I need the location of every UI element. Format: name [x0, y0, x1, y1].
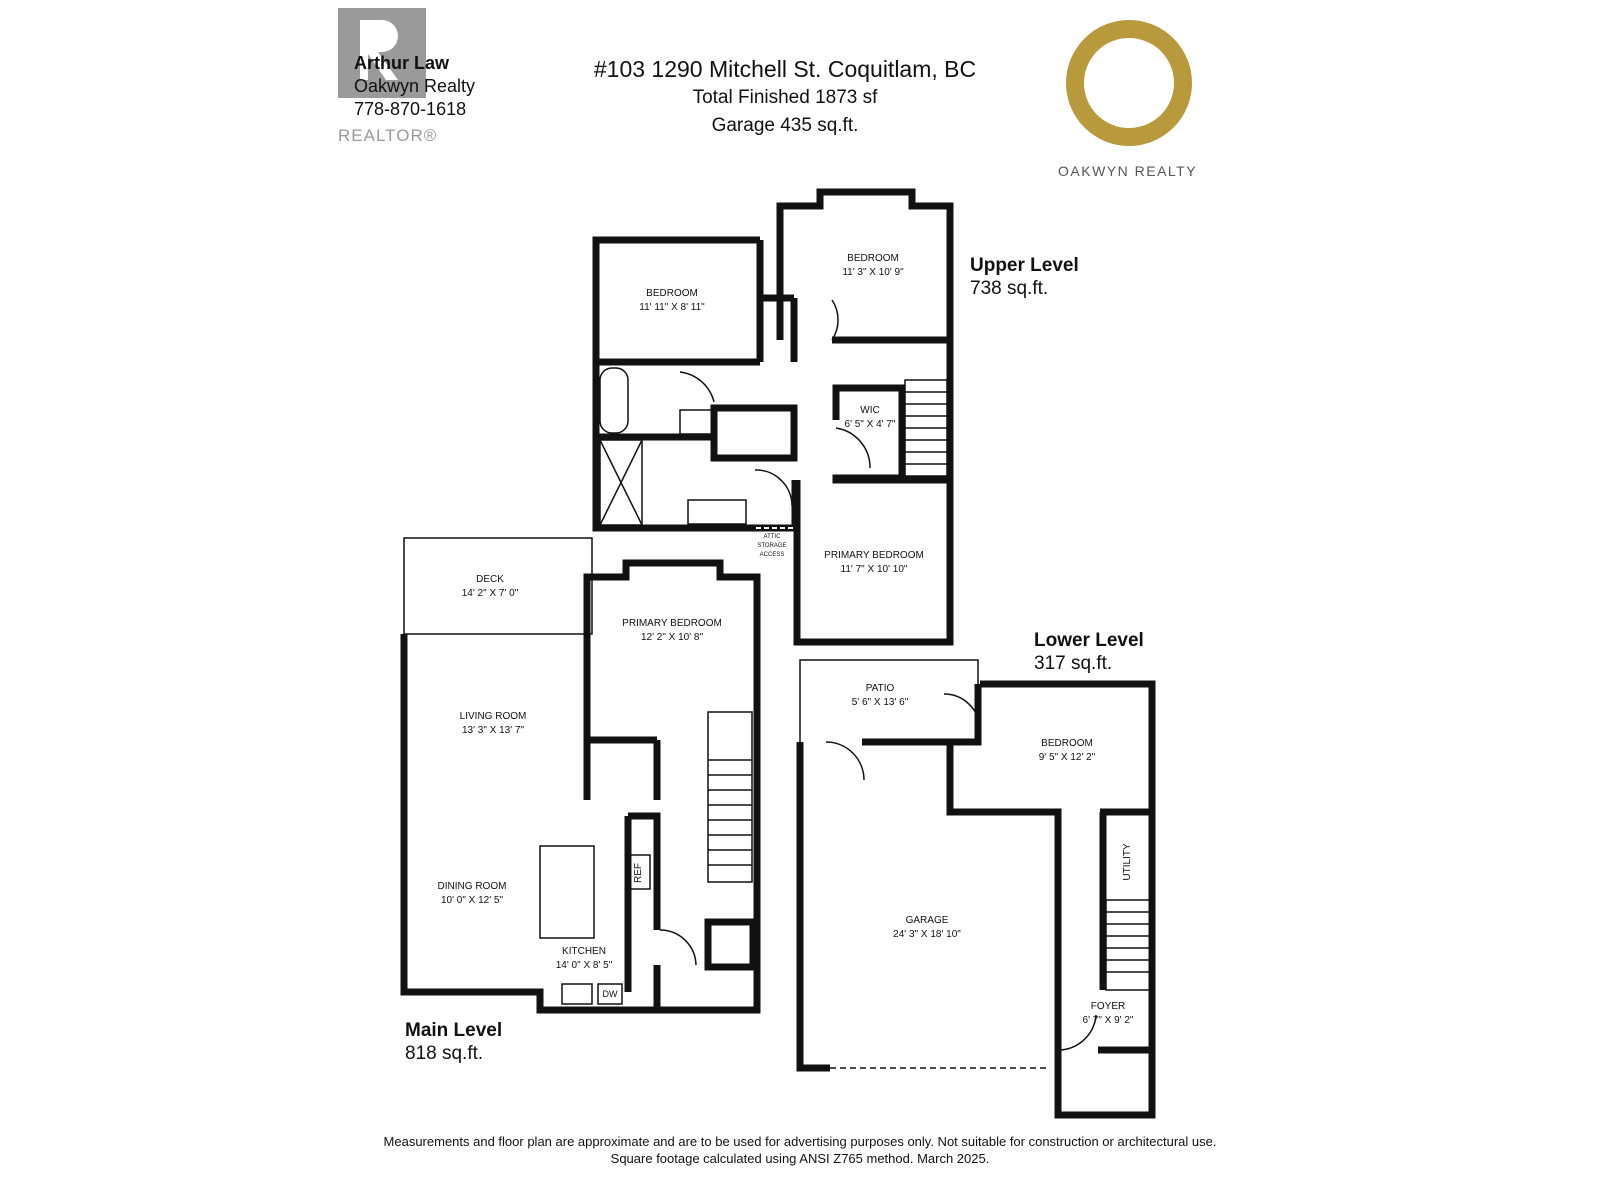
- disclaimer-line: Square footage calculated using ANSI Z76…: [610, 1151, 990, 1166]
- level-area: 738 sq.ft.: [970, 278, 1049, 299]
- bathtub: [599, 367, 629, 434]
- ref-box: [627, 854, 651, 890]
- main-level-label: Main Level 818 sq.ft.: [405, 1019, 502, 1065]
- door-swing: [754, 469, 793, 507]
- total-finished: Total Finished 1873 sf: [692, 87, 878, 108]
- agent-info: Arthur Law Oakwyn Realty 778-870-1618: [354, 52, 475, 121]
- upper-level-label: Upper Level 738 sq.ft.: [970, 254, 1079, 300]
- agent-phone: 778-870-1618: [354, 99, 467, 119]
- wall: [628, 812, 661, 930]
- door-swing: [1057, 1014, 1097, 1051]
- powder-room: [704, 918, 757, 971]
- ref-label: REF: [633, 863, 644, 883]
- main-outer-wall: [400, 559, 761, 1014]
- garage-area: Garage 435 sq.ft.: [711, 115, 859, 136]
- disclaimer-line: Measurements and floor plan are approxim…: [383, 1134, 1217, 1149]
- level-name: Main Level: [405, 1020, 503, 1041]
- door-swing: [943, 693, 981, 731]
- laundry-closet: [710, 404, 798, 462]
- patio-outline: [799, 659, 979, 742]
- bedroom-closet-wall: [946, 742, 1062, 1050]
- shower: [599, 439, 643, 526]
- door-swing: [825, 741, 865, 781]
- realtor-wordmark: REALTOR®: [338, 126, 438, 145]
- dw-box: [597, 983, 623, 1005]
- realtor-r-icon: [360, 20, 398, 80]
- lower-level-label: Lower Level 317 sq.ft.: [1034, 629, 1144, 675]
- listing-header: #103 1290 Mitchell St. Coquitlam, BC Tot…: [560, 55, 1010, 140]
- realtor-logo: [338, 8, 426, 98]
- vanity: [679, 409, 713, 435]
- level-name: Upper Level: [970, 255, 1079, 276]
- deck-outline: [403, 537, 593, 635]
- address: #103 1290 Mitchell St. Coquitlam, BC: [593, 56, 977, 82]
- garage-wall: [796, 742, 830, 1072]
- double-vanity: [687, 499, 747, 525]
- door-swing: [835, 427, 871, 469]
- room-label: ATTIC STORAGE ACCESS: [757, 534, 787, 558]
- door-swing: [679, 371, 715, 403]
- agent-company: Oakwyn Realty: [354, 76, 476, 96]
- sink: [561, 983, 593, 1005]
- stairs: [707, 379, 1151, 991]
- kitchen-island: [539, 845, 595, 939]
- oakwyn-wordmark: OAKWYN REALTY: [1058, 163, 1198, 179]
- agent-name: Arthur Law: [354, 53, 450, 73]
- level-name: Lower Level: [1034, 630, 1144, 651]
- level-area: 818 sq.ft.: [405, 1043, 484, 1064]
- shower-cross: [599, 439, 643, 526]
- door-swing: [831, 299, 839, 341]
- disclaimer: Measurements and floor plan are approxim…: [0, 1133, 1600, 1167]
- level-area: 317 sq.ft.: [1034, 653, 1113, 674]
- upper-outer-wall: [776, 188, 954, 646]
- upper-left-wall: [592, 236, 795, 532]
- door-swing: [659, 929, 697, 966]
- wic-wall: [832, 384, 950, 484]
- dw-label: DW: [602, 989, 618, 999]
- utility-label: UTILITY: [1122, 843, 1133, 881]
- lower-outer-wall: [980, 680, 1156, 1119]
